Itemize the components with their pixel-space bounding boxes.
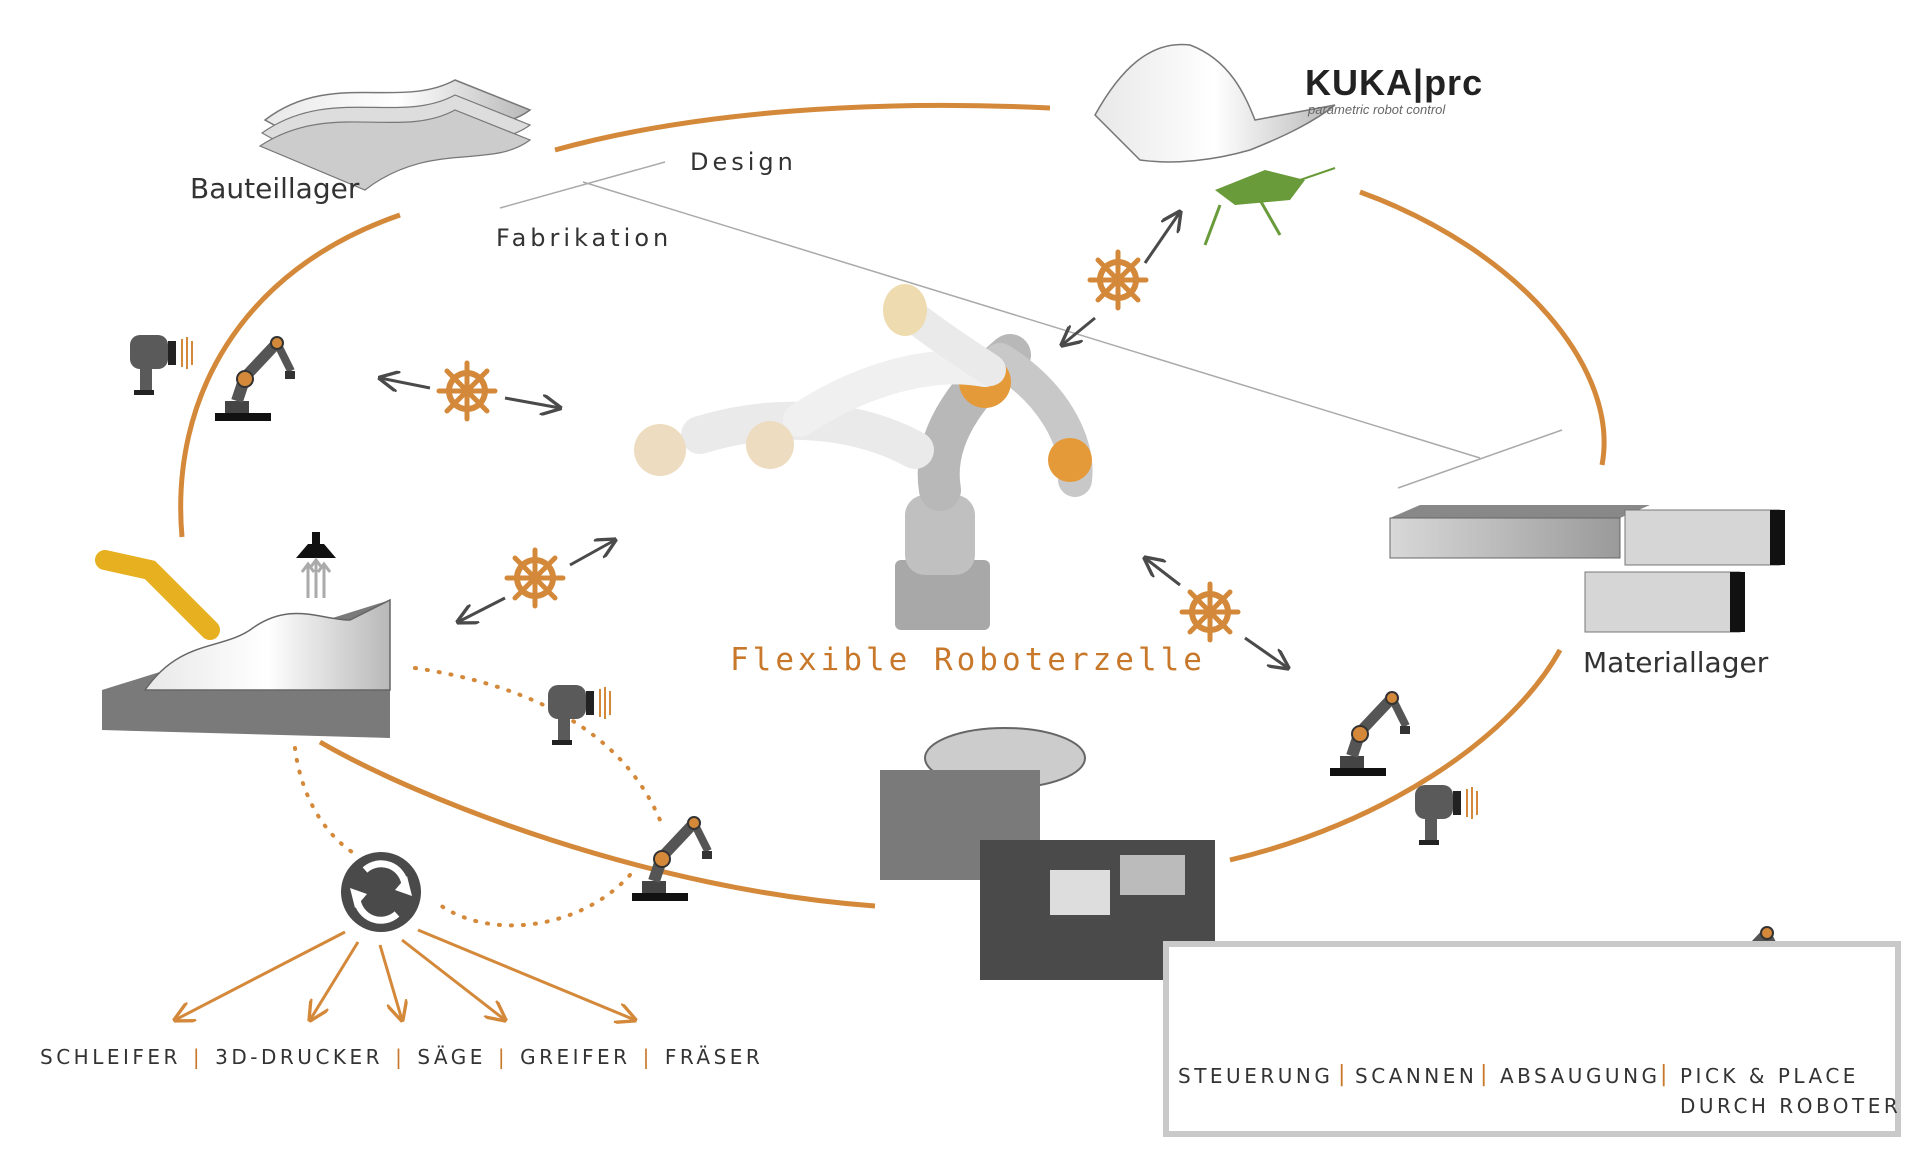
legend-absaugung: ABSAUGUNG bbox=[1500, 1064, 1661, 1088]
extraction-hood-icon bbox=[294, 530, 338, 600]
materiallager-label: Materiallager bbox=[1583, 646, 1769, 679]
tool-separator: | bbox=[642, 1045, 653, 1069]
milling-workpiece-image bbox=[95, 550, 391, 738]
control-wheel-icon bbox=[1090, 252, 1146, 308]
legend-pick-place: PICK & PLACE bbox=[1680, 1064, 1859, 1088]
tool-item: SÄGE bbox=[417, 1045, 486, 1069]
scanner-icon bbox=[129, 334, 193, 396]
pick-place-robot-icon bbox=[215, 337, 295, 421]
control-wheel-icon bbox=[1182, 584, 1238, 640]
tool-item: GREIFER bbox=[520, 1045, 631, 1069]
legend-steuerung: STEUERUNG bbox=[1178, 1064, 1334, 1088]
kuka-prc-tagline: parametric robot control bbox=[1308, 102, 1446, 117]
tool-change-loop bbox=[293, 666, 662, 928]
legend-separator: | bbox=[1480, 1062, 1488, 1087]
tool-item: SCHLEIFER bbox=[40, 1045, 181, 1069]
tool-separator: | bbox=[497, 1045, 509, 1069]
design-phase-label: Design bbox=[690, 148, 797, 176]
legend-separator: | bbox=[1660, 1062, 1668, 1087]
positioner-photo bbox=[880, 727, 1215, 980]
flexible-robot-cell-image bbox=[634, 284, 1093, 630]
tool-change-icon bbox=[341, 852, 421, 932]
tool-separator: | bbox=[192, 1045, 204, 1069]
control-wheel-icon bbox=[507, 550, 563, 606]
tool-item: FRÄSER bbox=[664, 1045, 764, 1069]
tool-list: SCHLEIFER | 3D-DRUCKER | SÄGE | GREIFER | FRÄSER bbox=[40, 1045, 763, 1069]
phase-divider bbox=[499, 161, 1563, 489]
material-slabs-image bbox=[1389, 505, 1785, 633]
tool-item: 3D-DRUCKER bbox=[215, 1045, 384, 1069]
tool-arrows bbox=[175, 928, 635, 1020]
process-loop bbox=[178, 102, 1607, 909]
legend-durch-roboter: DURCH ROBOTER bbox=[1680, 1094, 1902, 1118]
bauteillager-label: Bauteillager bbox=[190, 172, 360, 205]
kuka-prc-logo: KUKA|prc bbox=[1305, 62, 1484, 103]
tool-separator: | bbox=[395, 1045, 406, 1069]
control-connections bbox=[380, 212, 1288, 668]
scanner-icon bbox=[547, 684, 611, 746]
control-wheel-icon bbox=[439, 363, 495, 419]
legend-scannen: SCANNEN bbox=[1355, 1064, 1478, 1088]
scanner-icon bbox=[1414, 784, 1478, 846]
legend-separator: | bbox=[1338, 1062, 1346, 1087]
legend-box bbox=[1163, 941, 1901, 1137]
grasshopper-rhino-image bbox=[1094, 43, 1336, 246]
center-title: Flexible Roboterzelle bbox=[730, 642, 1206, 678]
pick-place-robot-icon bbox=[632, 817, 712, 901]
fabrikation-phase-label: Fabrikation bbox=[496, 224, 673, 252]
pick-place-robot-icon bbox=[1330, 692, 1410, 776]
component-stack-image bbox=[258, 79, 532, 191]
